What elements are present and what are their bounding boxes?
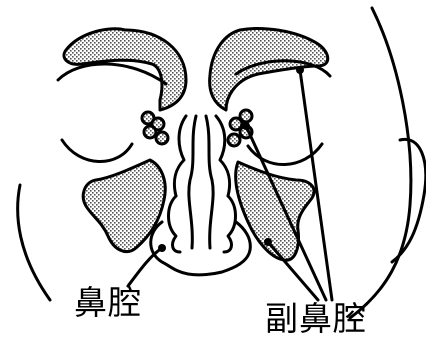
- pointer-dot-ethmoid: [242, 122, 250, 130]
- maxillary-sinus-left: [83, 160, 165, 252]
- pointer-dot-frontal: [296, 66, 304, 74]
- face-outline-left: [18, 185, 50, 300]
- nasal-septum-right: [206, 116, 213, 248]
- eyebrow-left: [58, 64, 166, 84]
- label-paranasal-sinuses: 副鼻腔: [265, 302, 367, 335]
- frontal-sinus-right: [210, 29, 328, 110]
- pointer-dot-nasal: [158, 244, 166, 252]
- turbinate-right-upper: [216, 116, 230, 196]
- face-outline-right: [350, 8, 411, 318]
- nasal-septum-left: [189, 116, 196, 248]
- ethmoid-cell-left-3: [144, 126, 156, 138]
- frontal-sinus-left: [64, 29, 186, 110]
- ethmoid-cell-right-4: [228, 134, 240, 146]
- turbinate-right-lower: [224, 196, 236, 252]
- pointer-dot-maxillary: [264, 238, 272, 246]
- leader-line-nasal: [128, 248, 162, 286]
- label-nasal-cavity: 鼻腔: [74, 286, 142, 319]
- ethmoid-cell-left-4: [156, 132, 168, 144]
- turbinate-left-upper: [174, 116, 186, 196]
- eye-left: [62, 140, 132, 162]
- turbinate-left-lower: [169, 196, 181, 252]
